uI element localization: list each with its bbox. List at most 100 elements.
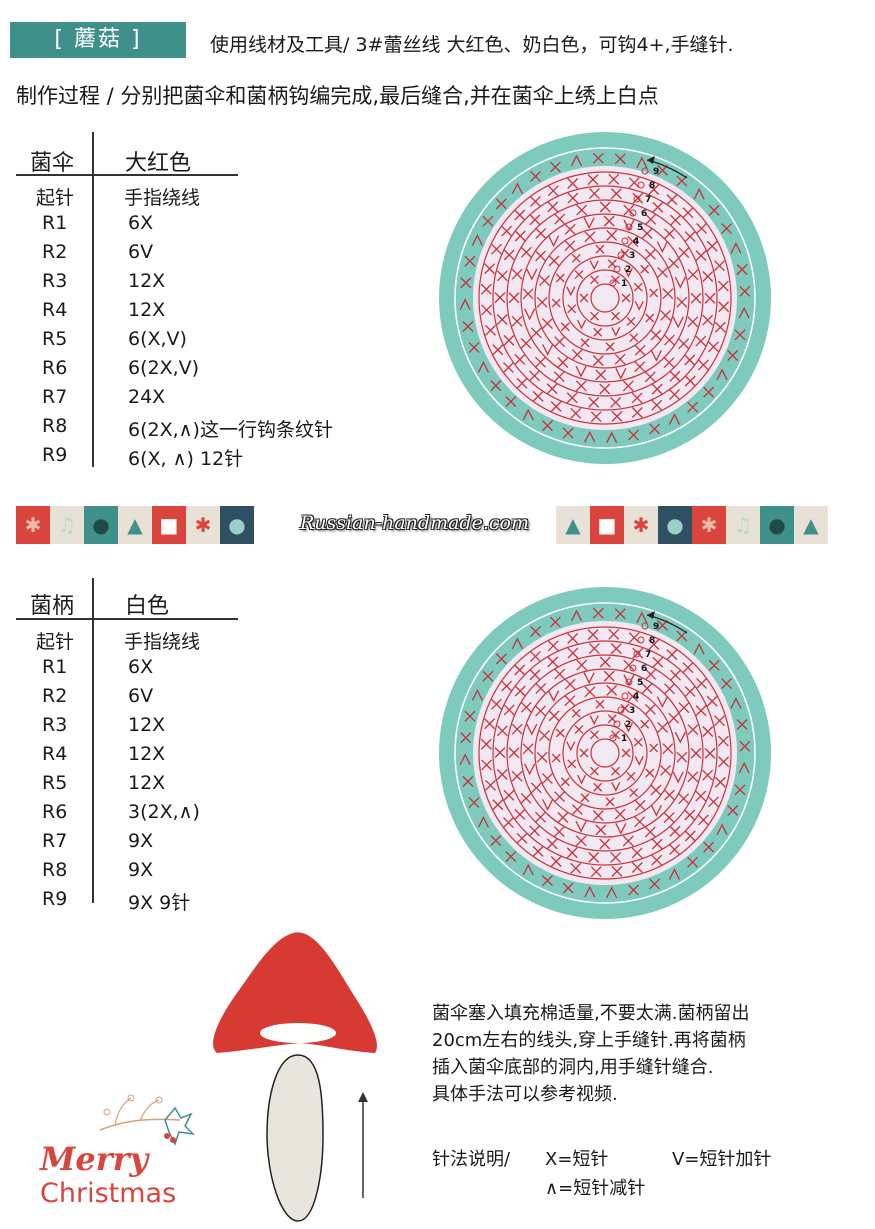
stitch-mark bbox=[575, 835, 587, 847]
stitch-mark bbox=[557, 357, 569, 368]
stitch-mark bbox=[529, 825, 540, 837]
stitch-mark bbox=[676, 751, 688, 763]
banner-tile-icon: ▲ bbox=[556, 506, 590, 544]
stitch-mark bbox=[550, 401, 562, 412]
stitch-mark bbox=[576, 204, 588, 216]
stitch-mark bbox=[736, 264, 748, 275]
stitch-mark bbox=[610, 852, 622, 863]
stitch-mark bbox=[626, 316, 636, 326]
stitch-mark bbox=[490, 835, 502, 847]
stitch-mark bbox=[567, 304, 577, 314]
stitch-mark bbox=[494, 292, 506, 304]
stitch-mark bbox=[505, 396, 517, 408]
stitch-mark bbox=[656, 696, 668, 709]
stem-row-value: 9X bbox=[128, 830, 154, 852]
stitch-mark bbox=[669, 389, 681, 401]
stitch-mark bbox=[468, 797, 480, 809]
stitch-mark bbox=[570, 609, 583, 622]
stitch-mark bbox=[566, 741, 576, 752]
stitch-mark bbox=[575, 365, 587, 378]
stitch-mark bbox=[511, 637, 523, 650]
stitch-mark bbox=[734, 784, 746, 796]
round-number: 9 bbox=[653, 622, 659, 632]
stitch-mark bbox=[542, 344, 554, 356]
stem-name: 菌柄 bbox=[30, 594, 75, 619]
banner-tile-icon: ✱ bbox=[692, 506, 726, 544]
stitch-mark bbox=[672, 771, 684, 784]
stitch-mark bbox=[555, 728, 565, 738]
stitch-mark bbox=[631, 392, 643, 404]
stitch-mark bbox=[553, 826, 565, 838]
stitch-mark bbox=[520, 246, 532, 258]
stitch-mark bbox=[651, 838, 663, 850]
stitch-mark bbox=[651, 399, 663, 411]
stitch-mark bbox=[557, 812, 569, 823]
chain-mark bbox=[633, 195, 641, 203]
stitch-mark bbox=[736, 719, 748, 730]
stitch-mark bbox=[547, 640, 559, 652]
stitch-mark bbox=[574, 270, 584, 280]
stitch-mark bbox=[549, 616, 561, 628]
round-number: 8 bbox=[649, 636, 655, 646]
stitch-mark bbox=[684, 809, 696, 821]
banner-tile-icon: ■ bbox=[152, 506, 186, 544]
cap-row-label: R5 bbox=[42, 328, 68, 350]
stitch-mark bbox=[633, 282, 643, 292]
stitch-mark bbox=[738, 761, 750, 774]
stitch-mark bbox=[634, 344, 646, 356]
stitch-mark bbox=[693, 642, 705, 655]
stitch-mark bbox=[550, 856, 562, 867]
stitch-mark bbox=[636, 156, 648, 169]
stitch-mark bbox=[621, 748, 631, 758]
assembly-line: 菌伞塞入填充棉适量,不要太满.菌柄留出 bbox=[432, 1003, 750, 1024]
stitch-mark bbox=[547, 201, 559, 213]
stitch-mark bbox=[650, 805, 662, 817]
cap-row-value: 6V bbox=[128, 241, 154, 263]
stitch-mark bbox=[595, 369, 607, 381]
stitch-mark bbox=[514, 664, 526, 676]
stem-row-value: 手指绕线 bbox=[124, 631, 201, 653]
round-ring bbox=[492, 640, 718, 866]
cap-row-value: 手指绕线 bbox=[124, 187, 201, 209]
stitch-mark bbox=[660, 765, 671, 776]
round-ring bbox=[478, 626, 732, 880]
stitch-mark bbox=[632, 647, 644, 659]
process-line: 制作过程 / 分别把菌伞和菌柄钩编完成,最后缝合,并在菌伞上绣上白点 bbox=[16, 84, 659, 108]
stitch-mark bbox=[549, 161, 561, 173]
stitch-mark bbox=[576, 319, 587, 330]
stitch-mark bbox=[672, 316, 684, 329]
stitch-mark bbox=[536, 296, 548, 308]
chain-mark bbox=[637, 181, 645, 189]
stitch-mark bbox=[614, 808, 626, 820]
stitch-mark bbox=[629, 788, 639, 798]
stitch-mark bbox=[714, 321, 726, 333]
stitch-mark bbox=[588, 188, 600, 199]
stitch-mark bbox=[567, 647, 579, 659]
stitch-mark bbox=[606, 431, 618, 444]
stitch-mark bbox=[614, 353, 626, 365]
banner-tile-icon: ✱ bbox=[186, 506, 220, 544]
stitch-mark bbox=[676, 630, 688, 642]
stitch-mark bbox=[669, 844, 681, 856]
cap-row-label: R1 bbox=[42, 212, 68, 234]
stitch-mark bbox=[480, 738, 492, 750]
stitch-mark bbox=[678, 793, 690, 805]
direction-arrowhead-icon bbox=[647, 611, 655, 619]
stem-row-label: R9 bbox=[42, 888, 68, 910]
stitch-mark bbox=[524, 763, 536, 776]
chain-mark bbox=[637, 636, 645, 644]
round-ring bbox=[520, 668, 690, 838]
stitch-mark bbox=[542, 875, 553, 887]
stitch-mark bbox=[634, 799, 646, 811]
stitch-mark bbox=[634, 756, 644, 766]
stitch-mark bbox=[645, 668, 657, 680]
stitch-mark bbox=[690, 292, 702, 304]
stitch-mark bbox=[566, 392, 578, 404]
stitch-mark bbox=[574, 725, 584, 735]
stitch-mark bbox=[727, 805, 739, 816]
stitch-mark bbox=[567, 192, 579, 204]
stitch-mark bbox=[535, 683, 547, 694]
stitch-mark bbox=[547, 656, 559, 668]
stitch-mark bbox=[702, 769, 714, 781]
stitch-mark bbox=[583, 217, 595, 230]
